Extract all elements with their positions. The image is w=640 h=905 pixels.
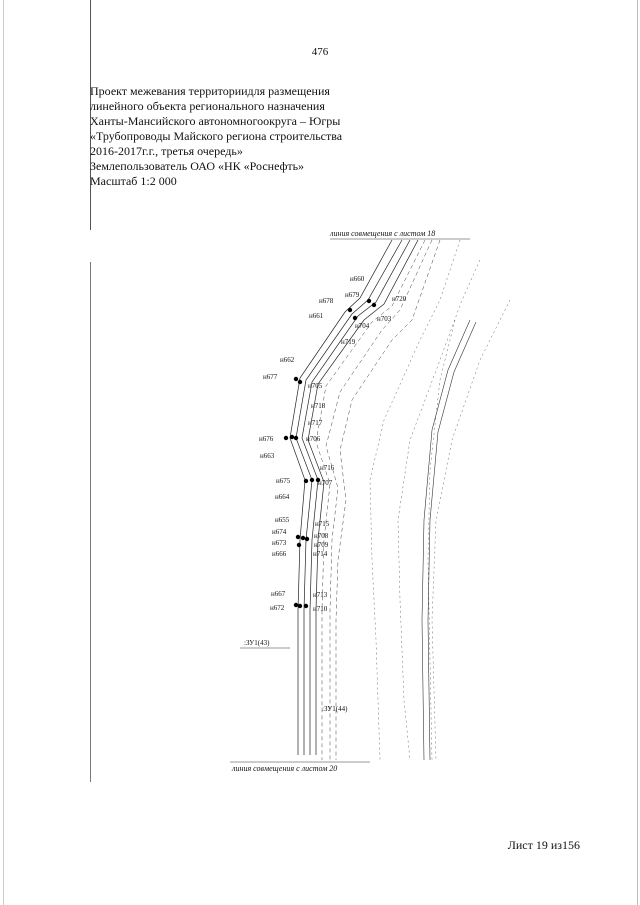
point-label: н709 xyxy=(314,541,329,549)
point-label: н675 xyxy=(276,477,291,485)
point-label: н708 xyxy=(314,532,329,540)
header-line: линейного объекта регионального назначен… xyxy=(90,99,325,113)
point-label: н677 xyxy=(263,373,278,381)
point-label: н705 xyxy=(308,382,323,390)
point-label: н660 xyxy=(350,275,365,283)
point-label: н672 xyxy=(270,604,285,612)
point-label: н655 xyxy=(275,516,290,524)
point-label: н720 xyxy=(392,295,407,303)
point-label: н676 xyxy=(259,435,274,443)
parcel-label: :ЗУ1(43) xyxy=(244,639,270,647)
point-label: н715 xyxy=(315,520,330,528)
page-number: 476 xyxy=(311,46,329,58)
page-edge-left xyxy=(3,0,4,905)
margin-line-lower xyxy=(90,262,91,782)
point-label: н716 xyxy=(320,464,335,472)
point-label: н674 xyxy=(272,528,287,536)
point-markers xyxy=(283,298,377,609)
point-label: н667 xyxy=(271,590,286,598)
dashed-lines xyxy=(315,239,441,760)
point-label: н679 xyxy=(345,291,360,299)
header-line: 2016-2017г.г., третья очередь» xyxy=(90,144,243,158)
point-label: н717 xyxy=(308,419,323,427)
offset-lines xyxy=(369,239,511,761)
header-line: «Трубопроводы Майского региона строитель… xyxy=(90,129,343,143)
right-road xyxy=(421,319,477,761)
point-label: н713 xyxy=(313,591,328,599)
point-label: н706 xyxy=(306,435,321,443)
point-label: н664 xyxy=(275,493,290,501)
header-line: Проект межевания территориидля размещени… xyxy=(90,84,330,98)
scale-line: Масштаб 1:2 000 xyxy=(90,174,177,188)
document-header: Проект межевания территориидля размещени… xyxy=(90,84,410,189)
point-label: н710 xyxy=(313,605,328,613)
point-label: н704 xyxy=(355,322,370,330)
point-label: н719 xyxy=(341,338,356,346)
match-line-top-label: линия совмещения с листом 18 xyxy=(329,229,435,238)
corridor-lines xyxy=(289,239,419,755)
point-label: н663 xyxy=(260,452,275,460)
point-label: н661 xyxy=(309,312,324,320)
point-label: н714 xyxy=(313,550,328,558)
point-label: н703 xyxy=(377,315,392,323)
point-label: н718 xyxy=(311,402,326,410)
point-label: н662 xyxy=(280,356,295,364)
point-label: н678 xyxy=(319,297,334,305)
margin-line-top xyxy=(90,0,91,230)
header-line: Землепользователь ОАО «НК «Роснефть» xyxy=(90,159,305,173)
point-label: н673 xyxy=(272,539,287,547)
parcel-label: :ЗУ1(44) xyxy=(322,705,348,713)
header-line: Ханты-Мансийского автономногоокруга – Юг… xyxy=(90,114,341,128)
sheet-reference: Лист 19 из156 xyxy=(507,838,580,852)
point-label: н707 xyxy=(318,479,333,487)
match-line-bottom-label: линия совмещения с листом 20 xyxy=(231,764,337,773)
page-edge-right xyxy=(637,0,638,905)
point-label: н666 xyxy=(272,550,287,558)
